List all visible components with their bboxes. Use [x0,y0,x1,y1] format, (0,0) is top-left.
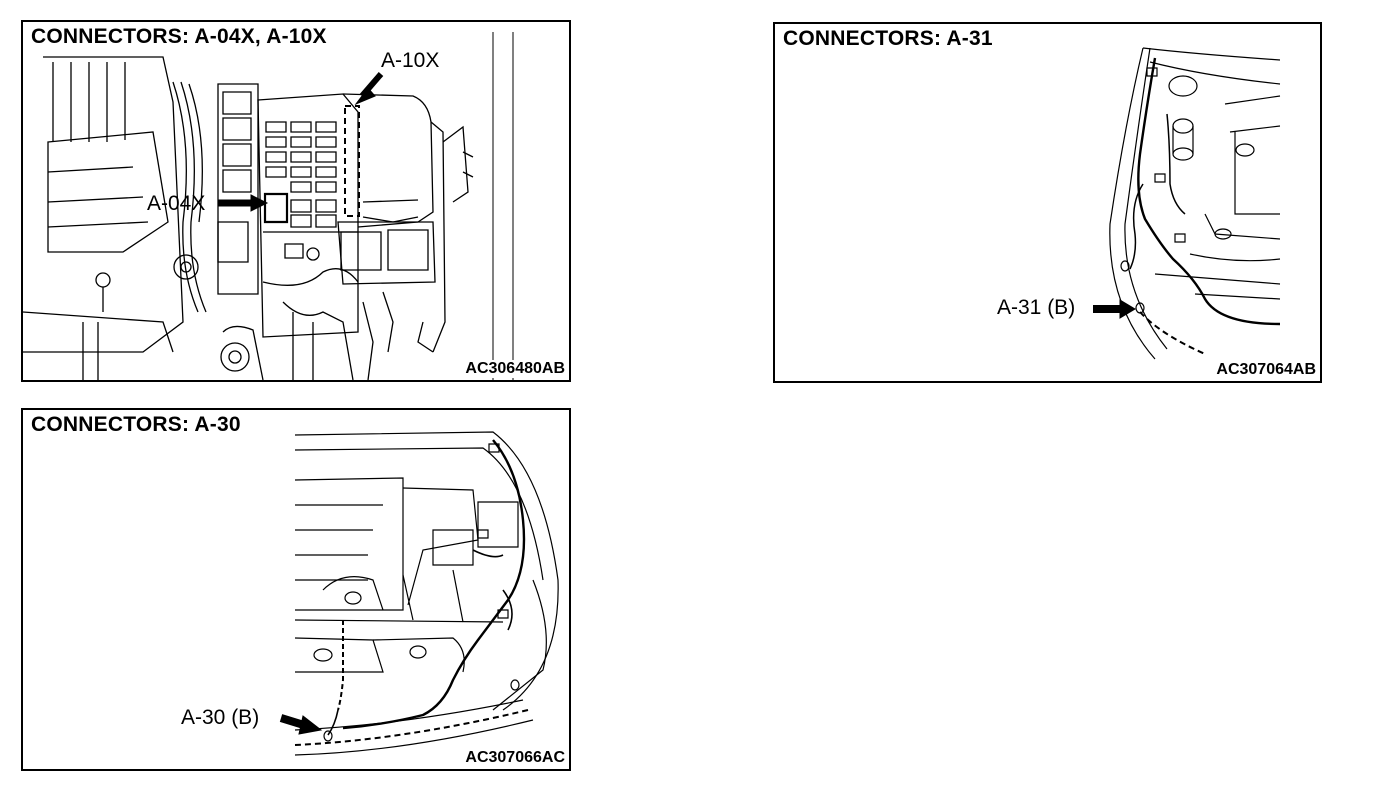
figure-code: AC307064AB [1213,361,1316,379]
panel-title: CONNECTORS: A-04X, A-10X [31,25,331,49]
panel-title: CONNECTORS: A-31 [783,27,997,51]
figure-code: AC307066AC [462,749,565,767]
diagram-panel-a30: CONNECTORS: A-30 A-30 (B) AC307066AC [21,408,571,771]
callout-label-a10x: A-10X [381,49,440,72]
diagram-panel-a31: CONNECTORS: A-31 A-31 (B) AC307064AB [773,22,1322,383]
callout-label-a04x: A-04X [147,192,206,215]
panel-title: CONNECTORS: A-30 [31,413,245,437]
engine-bay-front-illustration [23,410,569,769]
callout-label-a30: A-30 (B) [181,706,260,729]
callout-label-a31: A-31 (B) [997,296,1076,319]
figure-code: AC306480AB [462,360,565,378]
diagram-panel-a04x-a10x: CONNECTORS: A-04X, A-10X A-10X A-04X AC3… [21,20,571,382]
fuse-box-illustration [23,22,569,380]
engine-bay-corner-illustration [775,24,1320,381]
